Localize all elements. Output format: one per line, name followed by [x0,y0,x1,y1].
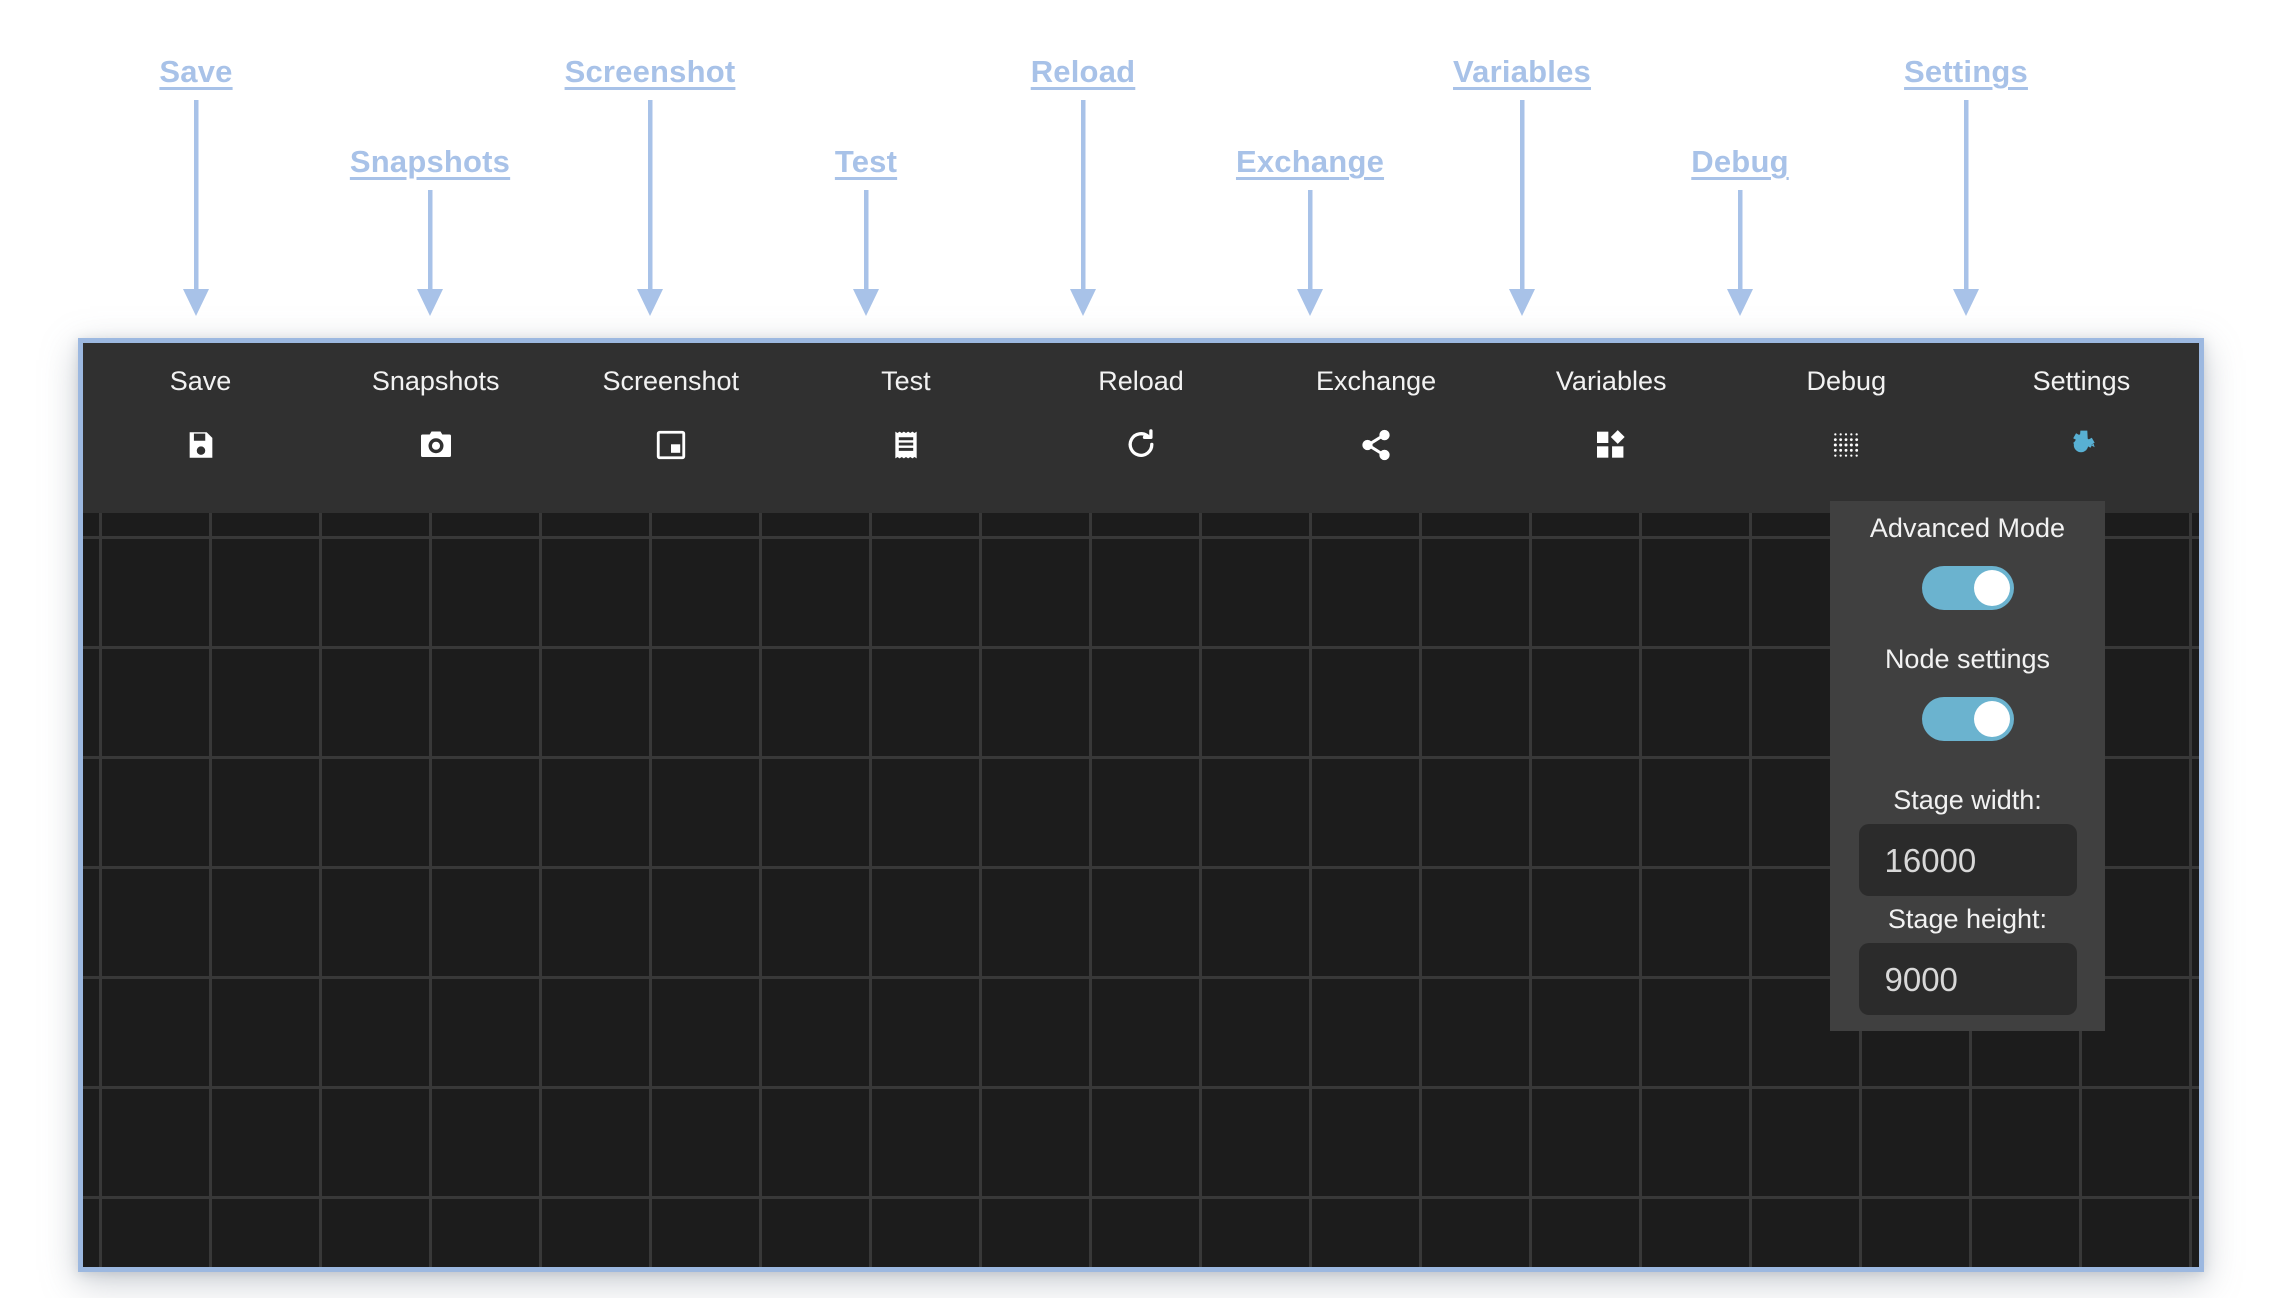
advanced-mode-toggle-knob [1973,570,2010,606]
toolbar-item-snapshots[interactable]: Snapshots [318,343,553,513]
toolbar-label-variables: Variables [1555,366,1667,396]
toolbar-item-test[interactable]: Test [788,343,1023,513]
toolbar-item-reload[interactable]: Reload [1023,343,1258,513]
advanced-mode-label: Advanced Mode [1869,513,2066,543]
widgets-icon[interactable] [1591,425,1631,465]
toolbar-item-exchange[interactable]: Exchange [1259,343,1494,513]
toolbar-label-reload: Reload [1098,366,1184,396]
annotation-label-screenshot: Screenshot [564,54,736,89]
annotation-arrow-variables [1509,100,1535,316]
receipt-icon[interactable] [886,425,926,465]
stage-height-value: 9000 [1884,960,1958,998]
toolbar-label-settings: Settings [2032,366,2131,396]
toolbar-item-settings[interactable]: Settings [1964,343,2199,513]
stage-height-input[interactable]: 9000 [1858,943,2077,1015]
annotation-label-settings: Settings [1904,54,2028,89]
annotation-arrow-snapshots [417,190,443,316]
annotation-arrow-debug [1727,190,1753,316]
floppy-disk-icon[interactable] [181,425,221,465]
toolbar-item-screenshot[interactable]: Screenshot [553,343,788,513]
annotation-arrow-test [853,190,879,316]
annotation-label-save: Save [159,54,233,89]
share-icon[interactable] [1356,425,1396,465]
dot-grid-icon[interactable] [1826,425,1866,465]
toolbar-label-save: Save [169,366,232,396]
annotation-arrow-reload [1070,100,1096,316]
toolbar-label-test: Test [881,366,931,396]
annotation-label-exchange: Exchange [1235,144,1385,179]
node-settings-toggle[interactable] [1921,697,2014,741]
annotation-arrow-save [183,100,209,316]
annotation-label-snapshots: Snapshots [349,144,511,179]
stage-width-value: 16000 [1884,841,1977,879]
settings-dropdown-panel: Advanced Mode Node settings Stage width:… [1830,501,2105,1031]
annotation-label-variables: Variables [1453,54,1591,89]
node-settings-label: Node settings [1884,644,2051,674]
toolbar-item-variables[interactable]: Variables [1494,343,1729,513]
picture-in-picture-icon[interactable] [651,425,691,465]
toolbar-label-exchange: Exchange [1316,366,1437,396]
app-window: Save Snapshots Screenshot [78,338,2204,1272]
toolbar-label-snapshots: Snapshots [371,366,500,396]
annotation-label-test: Test [834,144,898,179]
node-settings-toggle-knob [1973,701,2010,737]
annotation-arrow-exchange [1297,190,1323,316]
stage-width-label: Stage width: [1893,785,2042,815]
annotation-label-reload: Reload [1030,54,1136,89]
toolbar-label-screenshot: Screenshot [602,366,740,396]
toolbar: Save Snapshots Screenshot [83,343,2199,513]
stage-height-label: Stage height: [1887,904,2048,934]
toolbar-label-debug: Debug [1806,366,1887,396]
camera-icon[interactable] [416,425,456,465]
toolbar-item-debug[interactable]: Debug [1729,343,1964,513]
gear-icon[interactable] [2061,425,2101,465]
annotation-arrow-settings [1953,100,1979,316]
advanced-mode-toggle[interactable] [1921,566,2014,610]
annotation-label-debug: Debug [1691,144,1789,179]
refresh-icon[interactable] [1121,425,1161,465]
stage-width-input[interactable]: 16000 [1858,824,2077,896]
toolbar-item-save[interactable]: Save [83,343,318,513]
annotation-arrow-screenshot [637,100,663,316]
